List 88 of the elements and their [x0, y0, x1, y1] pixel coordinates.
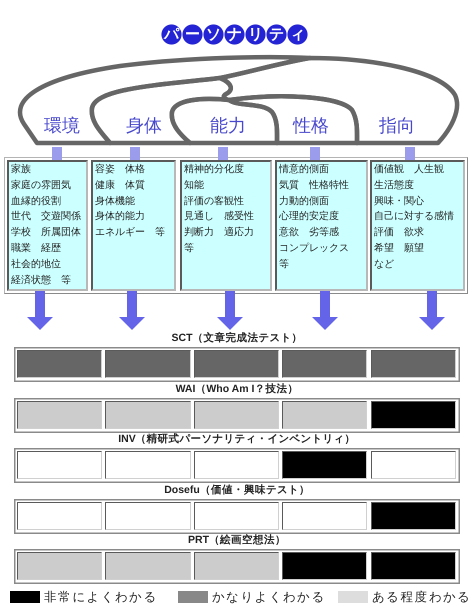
rating-cell: [282, 400, 368, 428]
test-row: [14, 482, 460, 534]
rating-cell: [105, 400, 191, 428]
rating-cell: [282, 502, 368, 530]
row-heading: SCT（文章完成法テスト）: [172, 331, 302, 345]
rating-cell: [370, 400, 456, 428]
list-item: 気質 性格特性: [279, 178, 350, 193]
connector: [52, 147, 62, 160]
region-shape: 能力: [168, 96, 280, 147]
connector: [130, 147, 140, 160]
list-item: 身体的能力: [95, 210, 146, 224]
row-heading: PRT（絵画空想法）: [188, 533, 286, 547]
list-item: 自己に対する感情: [374, 210, 455, 224]
rating-cell: [194, 552, 279, 580]
rating-cell: [105, 502, 191, 530]
arrow: [217, 291, 243, 330]
list-item: 世代 交遊関係: [11, 210, 82, 224]
rating-cell: [17, 552, 102, 580]
list-item: 知能: [184, 178, 205, 193]
rating-cell: [282, 350, 368, 378]
list-item: 等: [184, 242, 195, 256]
list-item: 健康 体質: [95, 178, 146, 193]
list-item: 職業 経歴: [11, 242, 62, 256]
list-item: 情意的側面: [279, 162, 330, 177]
test-row: [14, 330, 460, 382]
rating-cell: [17, 400, 102, 428]
rating-cell: [282, 451, 368, 479]
list-item: 見通し 感受性: [184, 210, 255, 224]
arrow: [312, 291, 338, 330]
rating-cell: [105, 350, 191, 378]
test-row: [14, 431, 460, 483]
arrow: [419, 291, 445, 330]
list-item: 評価の客観性: [184, 194, 245, 209]
list-item: エネルギー 等: [95, 226, 166, 240]
list-item: 家族: [11, 162, 32, 177]
list-item: コンプレックス: [279, 242, 350, 256]
rating-cell: [282, 552, 368, 580]
list-item: 家庭の雰囲気: [11, 178, 72, 193]
list-item: 希望 願望: [374, 242, 425, 256]
test-row: [14, 380, 460, 432]
list-item: 等: [279, 258, 290, 272]
list-item: 血縁的役割: [11, 194, 62, 209]
rating-cell: [370, 350, 456, 378]
legend-label: 非常によくわかる: [44, 589, 158, 605]
legend-label: ある程度わかる: [372, 589, 472, 605]
rating-cell: [105, 552, 191, 580]
list-item: 意欲 劣等感: [279, 226, 340, 240]
connector: [218, 147, 228, 160]
category-box: [91, 160, 176, 291]
title: パーソナリティ: [161, 24, 308, 45]
rating-cell: [194, 502, 279, 530]
row-heading: WAI（Who Am I？技法）: [176, 382, 298, 396]
list-item: 生活態度: [374, 178, 415, 193]
test-row: [14, 532, 460, 584]
connector: [310, 147, 320, 160]
list-item: 精神的分化度: [184, 162, 245, 177]
category-box: [275, 160, 368, 291]
rating-cell: [17, 502, 102, 530]
list-item: 学校 所属団体: [11, 226, 82, 240]
rating-cell: [370, 502, 456, 530]
category-box: [180, 160, 272, 291]
row-heading: Dosefu（価値・興味テスト）: [164, 482, 310, 496]
rating-cell: [194, 400, 279, 428]
arrow: [27, 291, 53, 330]
list-item: 心理的安定度: [279, 210, 340, 224]
legend-label: かなりよくわかる: [212, 589, 326, 605]
list-item: 身体機能: [95, 194, 136, 209]
rating-cell: [17, 350, 102, 378]
category-box: [370, 160, 465, 291]
list-item: 経済状態 等: [11, 274, 72, 288]
connector: [405, 147, 415, 160]
list-item: 価値観 人生観: [374, 162, 445, 177]
list-item: 力動的側面: [279, 194, 330, 209]
rating-cell: [370, 451, 456, 479]
list-item: 容姿 体格: [95, 162, 146, 177]
rating-cell: [370, 552, 456, 580]
rating-cell: [105, 451, 191, 479]
list-item: など: [374, 258, 395, 272]
category-box: [7, 160, 88, 291]
arrow: [119, 291, 145, 330]
list-item: 判断力 適応力: [184, 226, 255, 240]
list-item: 社会的地位: [11, 258, 62, 272]
row-heading: INV（精研式パーソナリティ・インベントリィ）: [118, 432, 356, 446]
list-item: 評価 欲求: [374, 226, 425, 240]
rating-cell: [194, 350, 279, 378]
rating-cell: [17, 451, 102, 479]
rating-cell: [194, 451, 279, 479]
list-item: 興味・関心: [374, 194, 425, 209]
